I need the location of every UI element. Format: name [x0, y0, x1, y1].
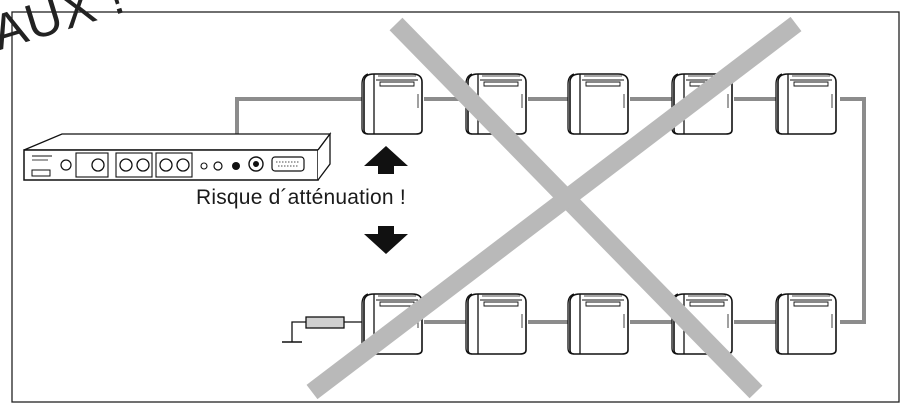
unit-bottom-2	[465, 293, 527, 355]
diagram-frame	[11, 11, 900, 403]
cable-lines	[235, 97, 866, 324]
rack-unit-splitter	[23, 132, 332, 181]
arrow-up-icon	[364, 146, 408, 174]
terminating-resistor	[282, 316, 362, 343]
cross-out-mark	[306, 16, 802, 400]
unit-top-1	[361, 73, 423, 135]
unit-top-5	[775, 73, 837, 135]
attenuation-warning: Risque d´atténuation !	[196, 186, 406, 209]
arrow-down-icon	[364, 226, 408, 254]
unit-bottom-5	[775, 293, 837, 355]
unit-bottom-3	[567, 293, 629, 355]
unit-top-3	[567, 73, 629, 135]
